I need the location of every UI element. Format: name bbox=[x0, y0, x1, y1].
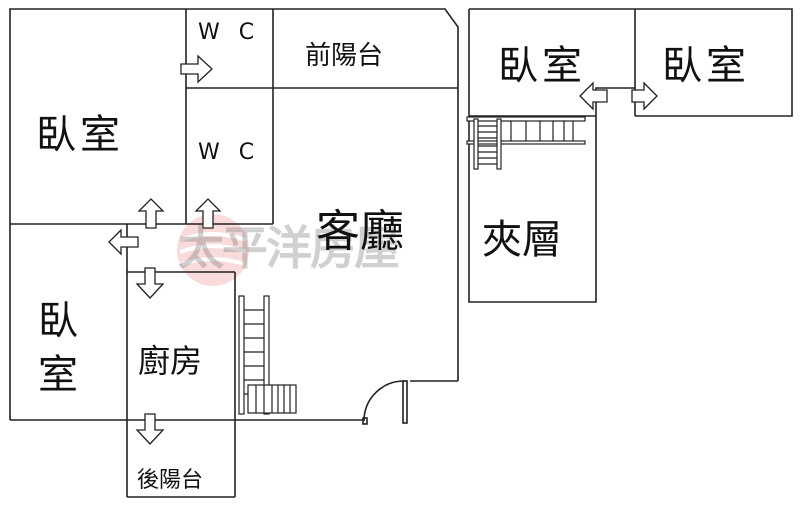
room-label-bedroom: 臥 bbox=[38, 298, 78, 344]
arrow-left-icon bbox=[108, 228, 139, 256]
direction-arrows bbox=[108, 54, 658, 445]
arrow-right-icon bbox=[631, 81, 658, 111]
room-label-bedroom: 臥室 bbox=[498, 43, 586, 89]
arrow-right-icon bbox=[180, 54, 213, 84]
room-label-bedroom: 臥室 bbox=[662, 43, 750, 89]
watermark-logo bbox=[177, 214, 249, 286]
room-label-mezzanine: 夾層 bbox=[482, 217, 562, 263]
arrow-down-icon bbox=[135, 413, 165, 445]
staircase-right bbox=[466, 116, 586, 170]
arrow-up-icon bbox=[137, 198, 165, 229]
walls bbox=[9, 8, 793, 498]
room-label-living-room: 客廳 bbox=[316, 206, 404, 257]
room-label-front-balcony: 前陽台 bbox=[305, 41, 384, 71]
room-label-wc: W C bbox=[198, 140, 261, 165]
room-label-bedroom: 臥室 bbox=[36, 112, 124, 158]
watermark-text: 太平洋房屋 bbox=[178, 221, 400, 275]
room-label-back-balcony: 後陽台 bbox=[137, 468, 204, 493]
arrow-up-icon bbox=[194, 198, 222, 229]
room-label-bedroom: 室 bbox=[38, 352, 78, 398]
arrow-left-icon bbox=[579, 81, 608, 111]
room-label-wc: W C bbox=[198, 20, 261, 45]
arrow-down-icon bbox=[135, 267, 165, 299]
room-label-kitchen: 廚房 bbox=[138, 342, 203, 380]
staircase-left bbox=[238, 295, 297, 415]
